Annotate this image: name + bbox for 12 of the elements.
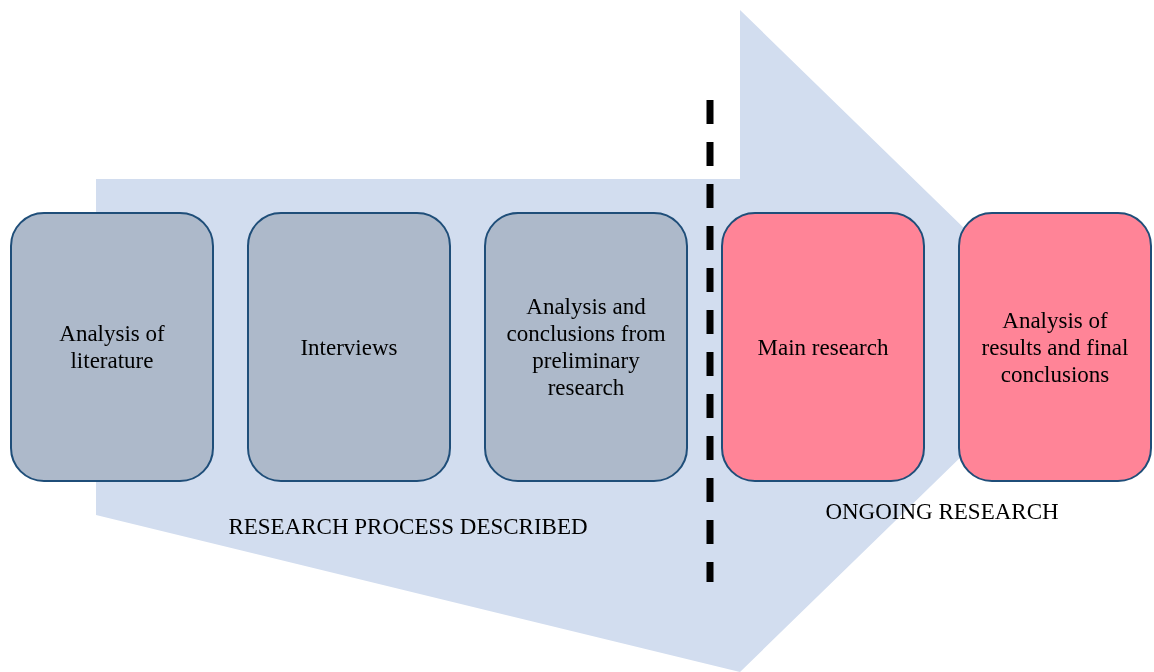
box-label: Analysis and conclusions from preliminary research: [505, 293, 667, 401]
box-label: Analysis of literature: [58, 320, 166, 374]
process-box: [247, 212, 451, 482]
box-label: Analysis of results and final conclusions: [980, 306, 1130, 388]
section-label: ONGOING RESEARCH: [825, 499, 1059, 525]
section-label: RESEARCH PROCESS DESCRIBED: [228, 514, 588, 540]
process-box: [10, 212, 214, 482]
process-box: [721, 212, 925, 482]
box-label: Interviews: [300, 333, 398, 361]
process-box: [958, 212, 1152, 482]
box-label: Main research: [757, 333, 889, 361]
process-box: [484, 212, 688, 482]
